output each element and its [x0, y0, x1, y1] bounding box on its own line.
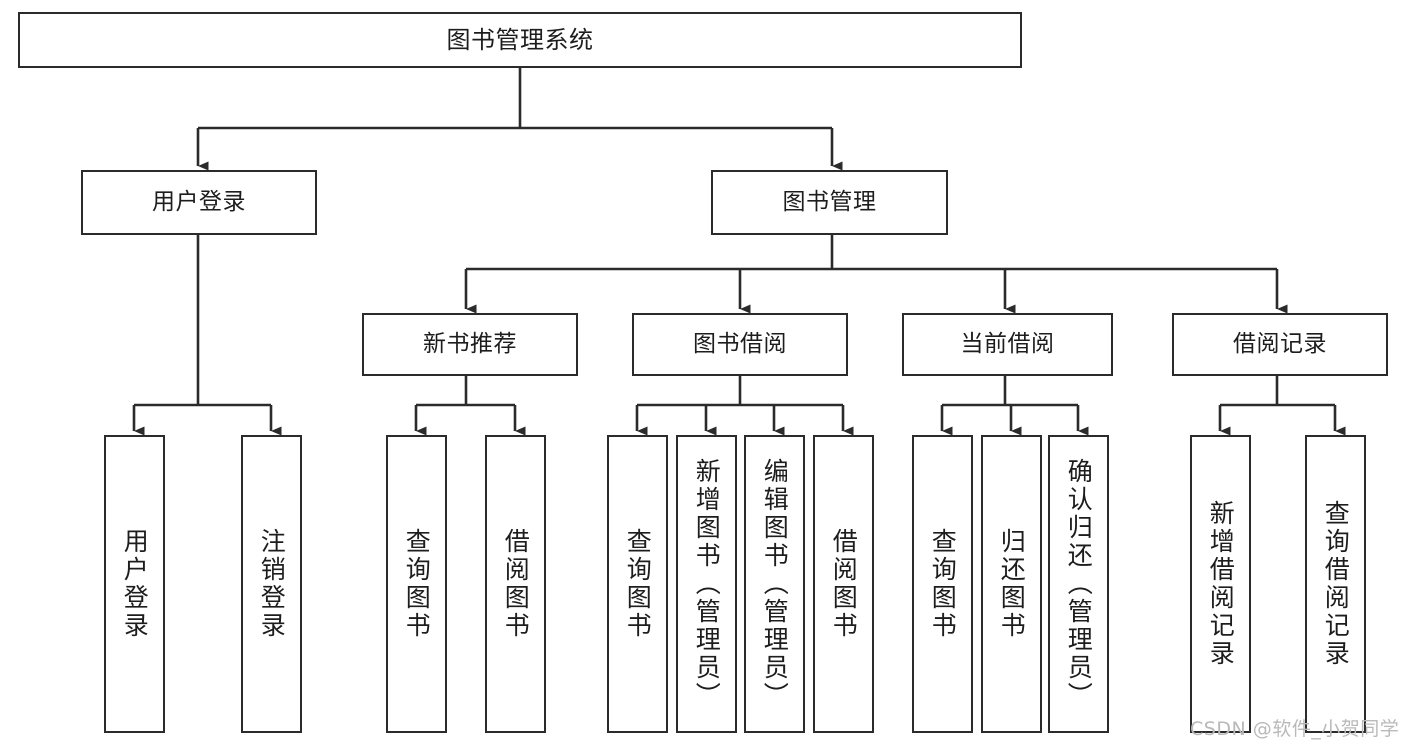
node-label: 借阅记录	[1233, 330, 1327, 357]
node-label: 查询图书	[402, 528, 432, 640]
leaf-add-book[interactable]: 新增图书（管理员）	[676, 435, 737, 733]
node-book-management[interactable]: 图书管理	[711, 170, 948, 235]
node-label: 用户登录	[120, 528, 150, 640]
leaf-add-record[interactable]: 新增借阅记录	[1190, 435, 1251, 733]
node-label: 查询图书	[928, 528, 958, 640]
node-label: 图书管理系统	[446, 25, 594, 54]
node-current-borrow[interactable]: 当前借阅	[902, 313, 1113, 376]
node-book-borrow[interactable]: 图书借阅	[632, 313, 848, 376]
node-label: 确认归还（管理员）	[1064, 458, 1094, 710]
node-label: 查询借阅记录	[1321, 500, 1351, 668]
node-label: 图书借阅	[693, 330, 787, 357]
node-new-book-recommend[interactable]: 新书推荐	[362, 313, 578, 376]
leaf-query-book-2[interactable]: 查询图书	[607, 435, 668, 733]
leaf-borrow-book-2[interactable]: 借阅图书	[813, 435, 874, 733]
node-label: 注销登录	[257, 528, 287, 640]
node-label: 借阅图书	[501, 528, 531, 640]
node-label: 图书管理	[782, 188, 877, 215]
leaf-query-book-1[interactable]: 查询图书	[386, 435, 447, 733]
node-label: 编辑图书（管理员）	[760, 458, 790, 710]
node-label: 新增借阅记录	[1206, 500, 1236, 668]
node-user-login[interactable]: 用户登录	[81, 170, 317, 235]
node-label: 查询图书	[623, 528, 653, 640]
csdn-watermark: CSDN @软件_小贺同学	[1190, 718, 1400, 740]
node-root-system[interactable]: 图书管理系统	[18, 12, 1022, 68]
node-label: 归还图书	[997, 528, 1027, 640]
node-label: 新增图书（管理员）	[692, 458, 722, 710]
leaf-borrow-book-1[interactable]: 借阅图书	[485, 435, 546, 733]
leaf-user-login[interactable]: 用户登录	[104, 435, 165, 733]
leaf-logout-login[interactable]: 注销登录	[241, 435, 302, 733]
node-label: 借阅图书	[829, 528, 859, 640]
node-label: 用户登录	[152, 188, 246, 215]
leaf-edit-book[interactable]: 编辑图书（管理员）	[744, 435, 805, 733]
leaf-query-book-3[interactable]: 查询图书	[912, 435, 973, 733]
leaf-return-book[interactable]: 归还图书	[981, 435, 1042, 733]
leaf-confirm-return[interactable]: 确认归还（管理员）	[1048, 435, 1109, 733]
leaf-query-record[interactable]: 查询借阅记录	[1305, 435, 1366, 733]
node-label: 当前借阅	[960, 330, 1055, 357]
node-borrow-record[interactable]: 借阅记录	[1172, 313, 1388, 376]
node-label: 新书推荐	[423, 330, 517, 357]
